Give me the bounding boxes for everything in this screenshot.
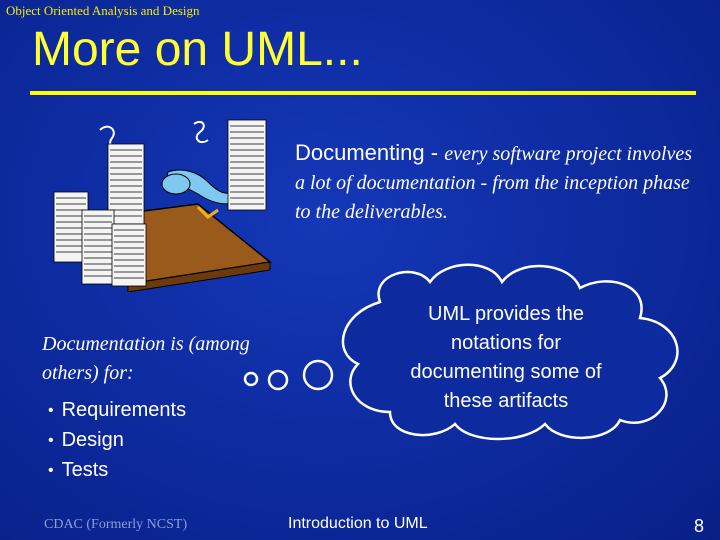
list-item-label: Requirements [61, 399, 187, 421]
documentation-for-text: Documentation is (among others) for: [42, 333, 250, 384]
title-underline [30, 91, 696, 95]
paperwork-desk-icon [53, 119, 272, 292]
documenting-paragraph: Documenting - every software project inv… [295, 138, 700, 227]
page-number: 8 [694, 516, 705, 536]
thought-cloud-icon [243, 263, 679, 441]
documenting-text: every software project involves a lot of… [295, 143, 693, 223]
list-item-label: Design [61, 429, 124, 451]
footer-title: Introduction to UML [288, 515, 428, 532]
bullet-icon: • [48, 462, 54, 479]
bullet-icon: • [48, 402, 54, 419]
cloud-text: UML provides the notations for documenti… [410, 303, 602, 412]
slide-title: More on UML... [32, 23, 363, 76]
documenting-lead: Documenting - [295, 140, 445, 165]
list-item-label: Tests [61, 459, 109, 481]
footer-organization: CDAC (Formerly NCST) [44, 517, 188, 532]
list-item: • Design [48, 426, 186, 456]
purpose-list: • Requirements • Design • Tests [48, 396, 186, 486]
list-item: • Requirements [48, 396, 186, 426]
list-item: • Tests [48, 456, 186, 486]
header-text: Object Oriented Analysis and Design [6, 3, 200, 18]
bullet-icon: • [48, 432, 54, 449]
